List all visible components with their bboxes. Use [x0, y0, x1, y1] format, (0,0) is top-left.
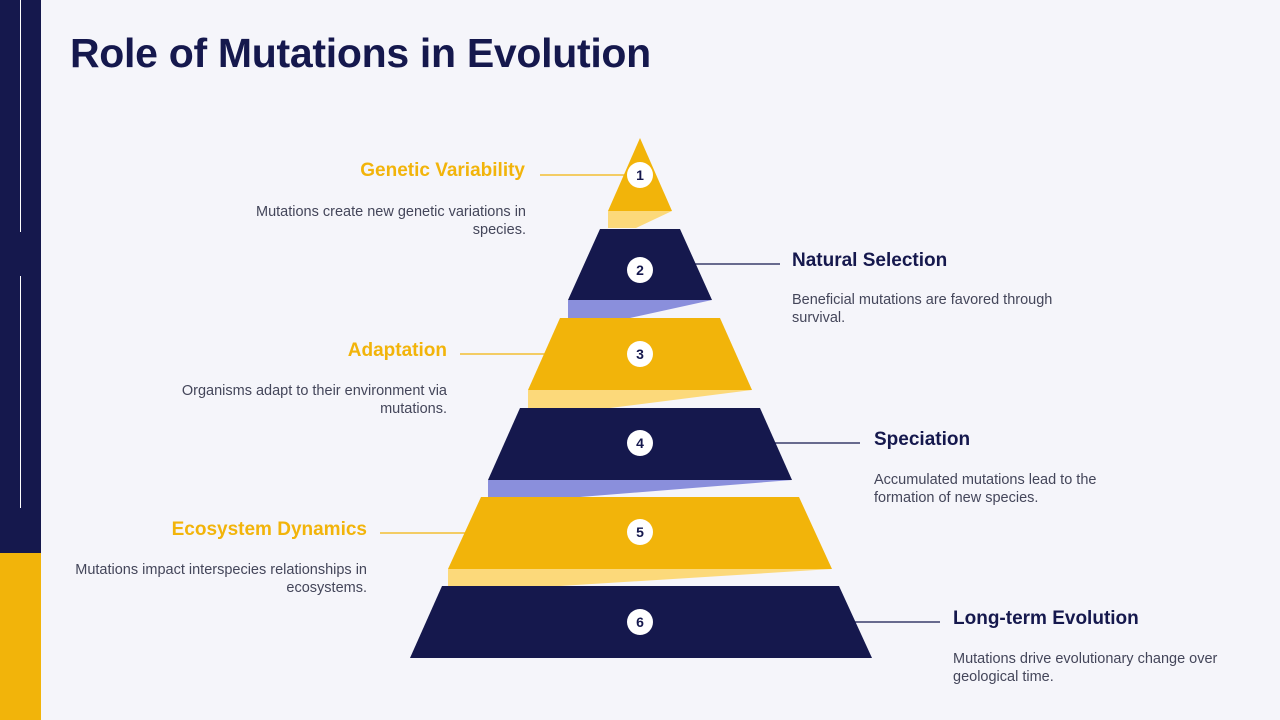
tier-6-description: Mutations drive evolutionary change over…	[953, 651, 1218, 685]
sidebar-divider-line	[20, 0, 21, 232]
tier-5-number-badge: 5	[627, 519, 653, 545]
tier-4-shadow	[488, 480, 792, 497]
tier-2-shadow	[568, 300, 712, 318]
tier-5-description: Mutations impact interspecies relationsh…	[75, 562, 367, 596]
tier-5-title: Ecosystem Dynamics	[171, 519, 367, 540]
tier-5-shadow	[448, 569, 832, 586]
tier-3-number-badge: 3	[627, 341, 653, 367]
sidebar-divider-line	[20, 276, 21, 508]
tier-3-description: Organisms adapt to their environment via…	[181, 383, 447, 417]
tier-4-number-badge: 4	[627, 430, 653, 456]
tier-1-shadow	[608, 211, 672, 228]
sidebar-accent-gold	[0, 553, 41, 720]
tier-2-description: Beneficial mutations are favored through…	[792, 292, 1053, 326]
tier-1-title: Genetic Variability	[360, 160, 525, 181]
tier-6-title: Long-term Evolution	[953, 608, 1139, 629]
tier-2-title: Natural Selection	[792, 250, 948, 271]
tier-1-description: Mutations create new genetic variations …	[255, 204, 526, 238]
tier-1-number-badge: 1	[627, 162, 653, 188]
tier-6-number-badge: 6	[627, 609, 653, 635]
tier-3-title: Adaptation	[347, 340, 447, 361]
tier-4-title: Speciation	[874, 429, 971, 450]
tier-4-description: Accumulated mutations lead to the format…	[874, 472, 1097, 506]
tier-2-number-badge: 2	[627, 257, 653, 283]
slide-title: Role of Mutations in Evolution	[70, 30, 651, 76]
tier-3-shadow	[528, 390, 752, 408]
